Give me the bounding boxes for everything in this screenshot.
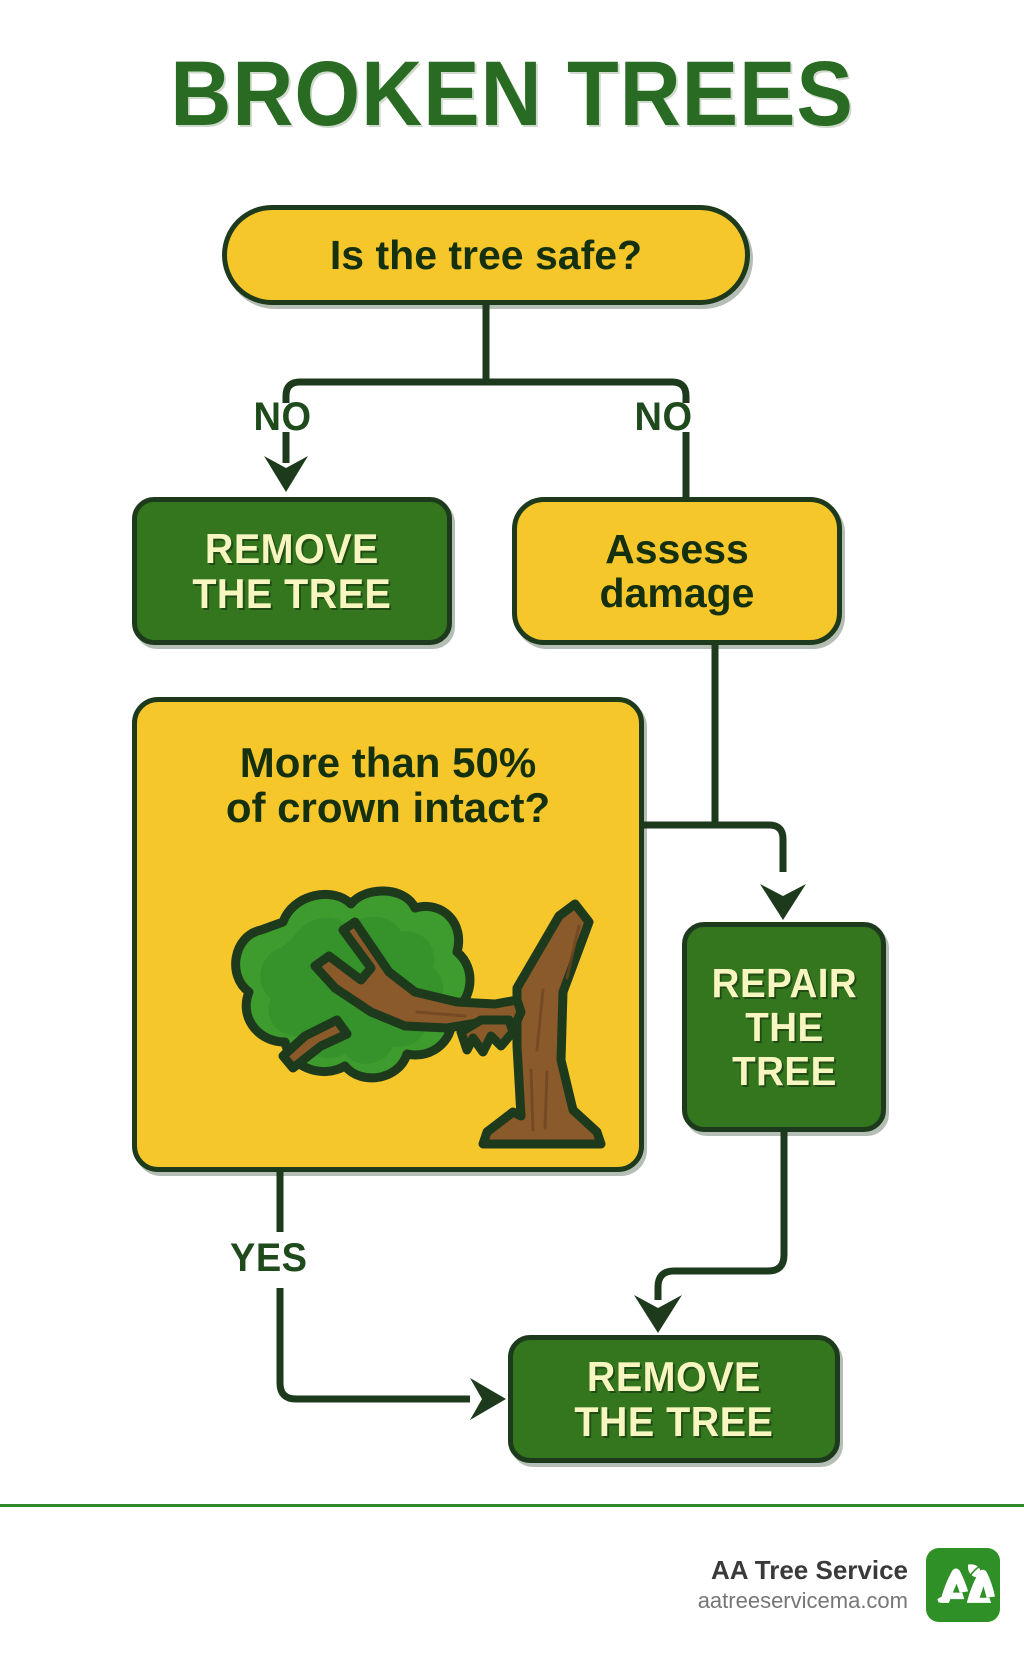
node-label: REPAIR THE TREE [711, 959, 857, 1095]
decision-node-crown-intact[interactable]: More than 50% of crown intact? .leafy { … [132, 697, 644, 1172]
edge-label-yes: YES [230, 1236, 308, 1280]
node-label: More than 50% of crown intact? [225, 739, 551, 832]
footer: AA Tree Service aatreeservicema.com [0, 1504, 1024, 1666]
action-node-assess-damage[interactable]: Assess damage [512, 497, 842, 645]
broken-tree-illustration: .leafy { fill: #3E9B2E; stroke: #1E3A1C;… [231, 886, 606, 1149]
tree-bark-texture [415, 924, 581, 1132]
page-title: BROKEN TREES [170, 43, 854, 145]
action-node-remove-the-tree-2[interactable]: REMOVE THE TREE [508, 1335, 840, 1463]
arrowhead-repair-to-remove-2 [634, 1295, 682, 1333]
edge-label-no-right: NO [634, 395, 693, 439]
node-label: Assess damage [599, 525, 755, 616]
action-node-remove-the-tree-1[interactable]: REMOVE THE TREE [132, 497, 452, 645]
tree-break-splinters [456, 1015, 518, 1057]
node-label: REMOVE THE TREE [192, 524, 392, 617]
tree-lower-branch [278, 1015, 352, 1073]
footer-text-block: AA Tree Service aatreeservicema.com [698, 1554, 908, 1616]
wire-repair-corner [768, 821, 787, 872]
wire-yes-elbow [276, 1288, 470, 1403]
arrowhead-yes-to-remove-2 [470, 1378, 506, 1420]
footer-website-url[interactable]: aatreeservicema.com [697, 1588, 908, 1614]
edge-label-no-left: NO [253, 395, 312, 439]
footer-brand-name: AA Tree Service [710, 1554, 908, 1585]
arrowhead-to-repair [760, 884, 806, 920]
logo-mark [937, 1564, 995, 1603]
wire-repair-elbow [654, 1132, 788, 1300]
node-label: Is the tree safe? [329, 231, 643, 278]
aa-tree-service-logo [926, 1548, 1000, 1622]
action-node-repair-the-tree[interactable]: REPAIR THE TREE [682, 922, 886, 1132]
arrowhead-to-remove-1 [264, 456, 308, 492]
node-label: REMOVE THE TREE [574, 1352, 774, 1445]
decision-node-is-tree-safe[interactable]: Is the tree safe? [222, 205, 750, 305]
tree-broken-branch [310, 917, 526, 1035]
footer-divider [0, 1504, 1024, 1507]
